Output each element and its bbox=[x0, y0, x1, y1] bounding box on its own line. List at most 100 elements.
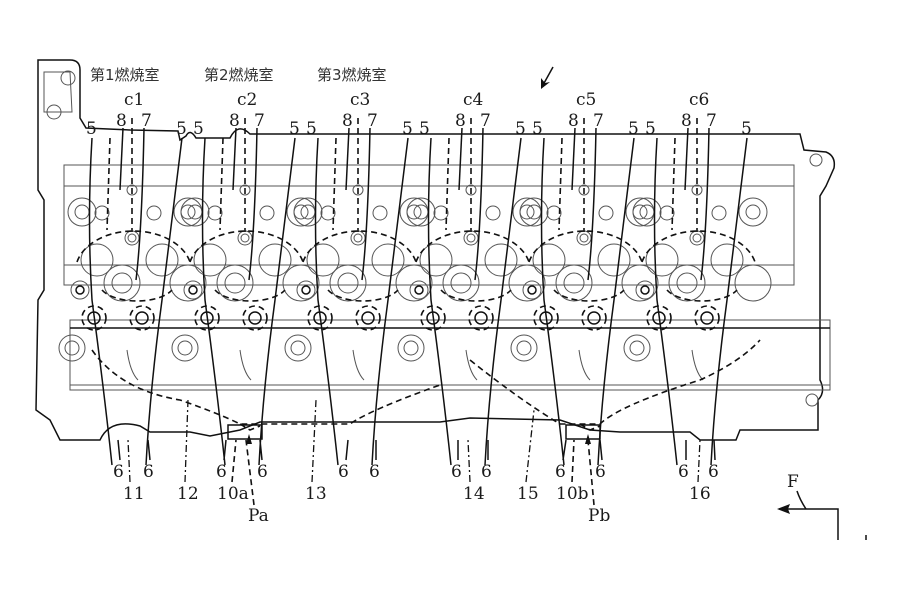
exhaust-boss bbox=[397, 334, 425, 362]
valve-hole bbox=[433, 205, 449, 221]
ref-5: 5 bbox=[515, 119, 526, 139]
coil-outline bbox=[587, 311, 601, 325]
valve-seat bbox=[555, 264, 593, 302]
intake-port bbox=[597, 243, 631, 277]
valve-seat bbox=[183, 280, 203, 300]
coil-outline bbox=[646, 305, 672, 331]
valve-seat bbox=[442, 264, 480, 302]
leader-line bbox=[184, 399, 189, 483]
exhaust-boss bbox=[177, 340, 193, 356]
valve-seat bbox=[301, 285, 311, 295]
ref-16: 16 bbox=[689, 484, 711, 504]
ref-6: 6 bbox=[451, 462, 462, 482]
valve-hole bbox=[372, 205, 388, 221]
valve-seat bbox=[635, 280, 655, 300]
valve-seat bbox=[70, 280, 90, 300]
exhaust-fin bbox=[239, 349, 252, 381]
ref-8: 8 bbox=[116, 111, 127, 131]
plug-hole bbox=[240, 233, 250, 243]
valve-seat bbox=[111, 272, 133, 294]
harness-route-b bbox=[469, 339, 761, 425]
combustion-chamber-outline bbox=[415, 230, 530, 263]
valve-seat bbox=[450, 272, 472, 294]
intake-port bbox=[193, 243, 227, 277]
leader-line bbox=[311, 399, 317, 483]
ref-6: 6 bbox=[257, 462, 268, 482]
ref-10a: 10a bbox=[217, 484, 249, 504]
intake-port bbox=[80, 243, 114, 277]
cylinder-label-c4: c4 bbox=[463, 90, 483, 110]
coil-outline bbox=[700, 311, 714, 325]
plug-hole bbox=[124, 230, 140, 246]
injector-hole bbox=[578, 184, 590, 196]
axis-leader bbox=[135, 127, 145, 281]
plug-wire bbox=[427, 137, 452, 466]
ref-7: 7 bbox=[706, 111, 717, 131]
injector-leader bbox=[232, 127, 237, 191]
intake-port bbox=[419, 243, 453, 277]
valve-seat bbox=[734, 264, 772, 302]
bolt-hole bbox=[60, 70, 76, 86]
injector-hole bbox=[465, 184, 477, 196]
ref-6: 6 bbox=[678, 462, 689, 482]
exhaust-boss bbox=[623, 334, 651, 362]
exhaust-boss bbox=[171, 334, 199, 362]
direction-label-f: F bbox=[787, 472, 799, 492]
coil-outline bbox=[242, 305, 268, 331]
exhaust-boss bbox=[403, 340, 419, 356]
plug-wire bbox=[88, 137, 113, 466]
injector-hole bbox=[691, 184, 703, 196]
exhaust-boss bbox=[629, 340, 645, 356]
leader-line bbox=[345, 439, 349, 461]
chamber-label-2: 第2燃焼室 bbox=[204, 66, 274, 84]
plug-wire bbox=[201, 137, 226, 466]
ref-5: 5 bbox=[741, 119, 752, 139]
coil-outline bbox=[355, 305, 381, 331]
plug-hole bbox=[579, 233, 589, 243]
ref-5: 5 bbox=[628, 119, 639, 139]
intake-port bbox=[258, 243, 292, 277]
ref-6: 6 bbox=[369, 462, 380, 482]
connector-port-pa bbox=[227, 424, 263, 440]
intake-port bbox=[145, 243, 179, 277]
injector-hole bbox=[239, 184, 251, 196]
cylinder-label-c1: c1 bbox=[124, 90, 144, 110]
axis-leader bbox=[361, 127, 371, 281]
leader-line bbox=[697, 439, 701, 483]
cylinder-label-c3: c3 bbox=[350, 90, 370, 110]
intake-port bbox=[371, 243, 405, 277]
leader-line bbox=[587, 439, 595, 506]
coil-outline bbox=[129, 305, 155, 331]
ref-5: 5 bbox=[86, 119, 97, 139]
ref-7: 7 bbox=[593, 111, 604, 131]
valve-seat bbox=[668, 264, 706, 302]
valve-seat bbox=[224, 272, 246, 294]
injector-leader bbox=[571, 127, 576, 191]
valve-seat bbox=[527, 285, 537, 295]
valve-hole bbox=[711, 205, 727, 221]
arrowhead-icon bbox=[585, 434, 591, 444]
valve-seat bbox=[329, 264, 367, 302]
valve-seat bbox=[75, 285, 85, 295]
plug-hole bbox=[692, 233, 702, 243]
cylinder-label-c2: c2 bbox=[237, 90, 257, 110]
plug-wire bbox=[597, 137, 635, 466]
journal-boss bbox=[738, 197, 768, 227]
ref-5: 5 bbox=[532, 119, 543, 139]
front-direction-indicator: F bbox=[777, 472, 867, 540]
ref-6: 6 bbox=[555, 462, 566, 482]
cylinder-label-c5: c5 bbox=[576, 90, 596, 110]
exhaust-boss bbox=[516, 340, 532, 356]
axis-leader bbox=[248, 127, 258, 281]
journal-boss bbox=[67, 197, 97, 227]
journal-boss bbox=[406, 197, 436, 227]
plug-wire bbox=[710, 137, 748, 466]
plug-wire bbox=[371, 137, 409, 466]
ref-6: 6 bbox=[143, 462, 154, 482]
exhaust-fin bbox=[465, 349, 478, 381]
ref-7: 7 bbox=[480, 111, 491, 131]
plug-wire bbox=[540, 137, 565, 466]
ref-6: 6 bbox=[338, 462, 349, 482]
valve-seat bbox=[337, 272, 359, 294]
plug-wire-dashed bbox=[106, 137, 111, 231]
